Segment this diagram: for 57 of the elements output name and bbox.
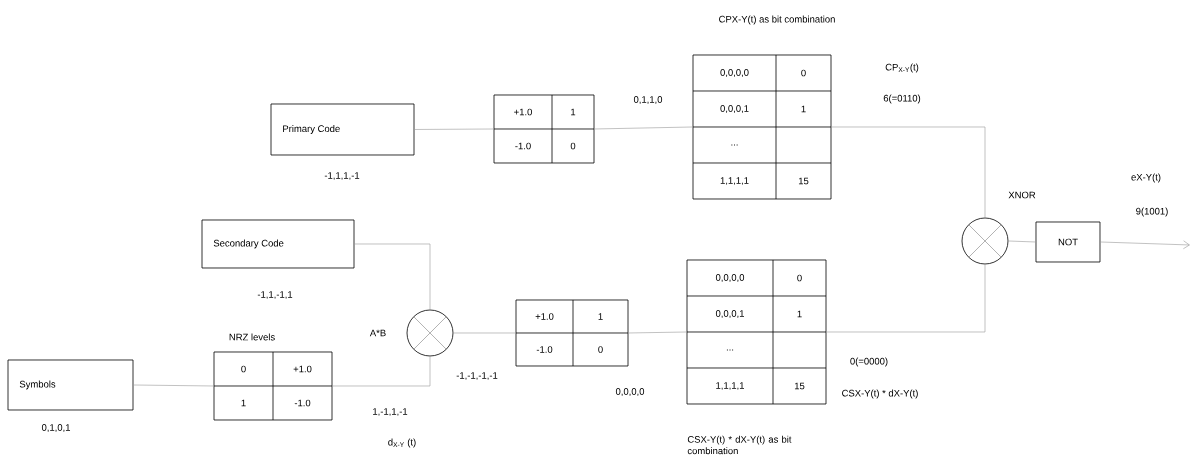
node-label: 1 xyxy=(241,399,246,407)
node-caption: -1,1,1,-1 xyxy=(324,172,360,180)
connector-line xyxy=(826,264,986,333)
signal-label: CP$_{X-Y}$(t) xyxy=(885,63,919,73)
connector-line xyxy=(133,384,214,387)
node-label: 15 xyxy=(794,382,805,390)
node-label: 0 xyxy=(801,69,806,77)
signal-label: 9(1001) xyxy=(1136,207,1168,217)
connector-line xyxy=(1008,240,1036,243)
lookup-table: 0,0,0,0 0 0,0,0,1 1 ... 1,1,1,1 15 xyxy=(686,259,827,405)
node-label: 0,0,0,1 xyxy=(720,105,749,113)
signal-label: -1,-1,-1,-1 xyxy=(456,372,498,380)
node-label: 0,0,0,0 xyxy=(720,69,749,77)
node-label: ... xyxy=(726,349,734,351)
node-label: -1.0 xyxy=(294,399,311,407)
process-box: Secondary Code xyxy=(201,219,355,269)
node-label: 1 xyxy=(797,310,802,318)
node-caption: XNOR xyxy=(1008,191,1036,199)
node-caption: CSX-Y(t) * dX-Y(t) as bit combination xyxy=(687,435,792,455)
lookup-table: 0,0,0,0 0 0,0,0,1 1 ... 1,1,1,1 15 xyxy=(692,54,832,200)
process-box: NOT xyxy=(1035,221,1101,263)
node-label: 15 xyxy=(798,177,809,185)
signal-label: CSX-Y(t) * dX-Y(t) xyxy=(842,389,918,399)
node-label: 0,0,0,0 xyxy=(715,274,745,282)
node-label: 0 xyxy=(797,274,802,282)
node-label: 1,1,1,1 xyxy=(716,382,745,390)
connector-line xyxy=(1100,240,1190,250)
connector-line xyxy=(594,126,693,130)
signal-label: eX-Y(t) xyxy=(1131,173,1161,183)
node-caption: A*B xyxy=(369,329,386,337)
node-caption: -1,1,-1,1 xyxy=(257,291,293,299)
lookup-table: +1.0 1 -1.0 0 xyxy=(515,299,629,367)
signal-label: 6(=0110) xyxy=(883,94,921,104)
lookup-table: 0 +1.0 1 -1.0 xyxy=(213,351,333,421)
table-heading: NRZ levels xyxy=(229,333,275,341)
signal-label: 0,0,0,0 xyxy=(615,388,645,396)
node-label: 1 xyxy=(801,105,806,113)
signal-label: d$_{X-Y}$ (t) xyxy=(388,438,416,448)
signal-label: 1,-1,1,-1 xyxy=(373,408,408,416)
node-label: ... xyxy=(731,144,738,146)
node-label: 0,0,0,1 xyxy=(715,310,745,318)
connector-line xyxy=(628,331,687,334)
lookup-table: +1.0 1 -1.0 0 xyxy=(493,94,595,164)
table-heading: CPX-Y(t) as bit combination xyxy=(719,15,835,25)
signal-label: 0,1,1,0 xyxy=(633,96,663,104)
connector-line xyxy=(831,126,986,218)
node-label: 1,1,1,1 xyxy=(720,177,749,185)
process-box: Symbols xyxy=(7,359,134,411)
node-label: 0 xyxy=(241,365,246,373)
process-box: Primary Code xyxy=(270,103,415,156)
connector-line xyxy=(453,332,516,334)
connector-line xyxy=(414,128,494,130)
connector-line xyxy=(354,243,431,310)
connector-line xyxy=(332,356,431,387)
node-caption: 0,1,0,1 xyxy=(41,424,70,432)
signal-label: 0(=0000) xyxy=(850,357,888,367)
node-label: +1.0 xyxy=(293,365,312,373)
